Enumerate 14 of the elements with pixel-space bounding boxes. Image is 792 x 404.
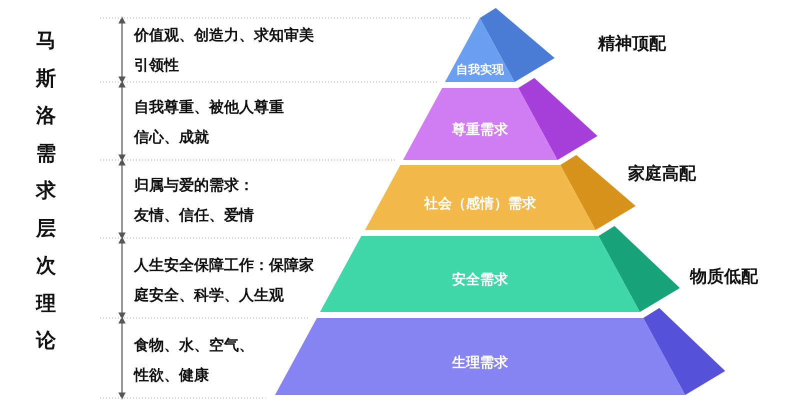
description-text: 人生安全保障工作：保障家庭安全、科学、人生观	[134, 255, 315, 306]
description-text: 价值观、创造力、求知审美引领性	[134, 25, 315, 76]
layer-label: 安全需求	[452, 271, 508, 289]
description-text: 自我尊重、被他人尊重信心、成就	[134, 97, 285, 148]
description-text: 食物、水、空气、性欲、健康	[134, 335, 255, 386]
vertical-title: 马斯洛需求层次理论	[34, 27, 57, 354]
layer-label: 尊重需求	[452, 121, 508, 139]
tier-label: 精神顶配	[598, 33, 666, 55]
layer-label: 社会（感情）需求	[424, 194, 536, 212]
description-text: 归属与爱的需求：友情、信任、爱情	[134, 175, 255, 226]
tier-label: 物质低配	[690, 266, 758, 288]
tier-label: 家庭高配	[628, 163, 696, 185]
layer-label: 自我实现	[456, 62, 504, 78]
layer-label: 生理需求	[452, 354, 508, 372]
